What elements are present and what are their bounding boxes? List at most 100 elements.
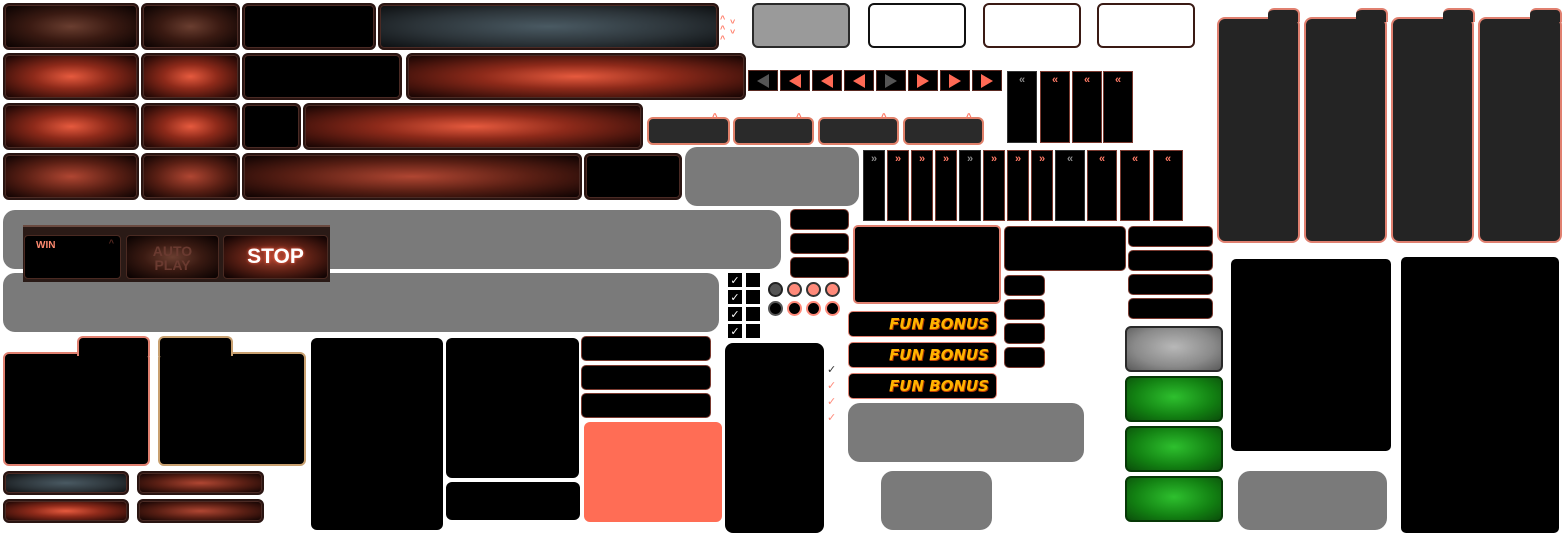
white-outlined-box-3[interactable] <box>1097 3 1195 48</box>
checkbox-checked[interactable]: ✓ <box>728 307 742 321</box>
sprite-button-slate-wide[interactable] <box>378 3 719 50</box>
double-left-icon: « <box>1164 153 1172 165</box>
arrow-right-icon[interactable] <box>908 70 938 91</box>
black-bar-small <box>1128 274 1213 295</box>
slim-tab-left[interactable]: « <box>1072 71 1102 143</box>
sprite-button-glow-wide[interactable] <box>406 53 746 100</box>
sprite-button-glow-1[interactable] <box>3 53 139 100</box>
checkbox-checked[interactable]: ✓ <box>728 324 742 338</box>
tab-piece-4[interactable]: ^ <box>903 113 984 145</box>
radio[interactable] <box>825 301 840 316</box>
slim-tab-right-disabled[interactable]: » <box>863 150 885 221</box>
silver-button[interactable] <box>1125 326 1223 372</box>
sprite-button-black-2[interactable] <box>242 53 402 100</box>
sprite-button-soft-2[interactable] <box>141 153 240 200</box>
check-icon: ✓ <box>730 291 740 304</box>
radio[interactable] <box>806 282 821 297</box>
sprite-button-dim-1[interactable] <box>3 3 139 50</box>
tab-notch <box>77 336 150 356</box>
checkbox[interactable] <box>746 273 760 287</box>
chevron-down-icon: ^ <box>730 25 736 35</box>
arrow-left-icon[interactable] <box>780 70 810 91</box>
slim-tab-left-disabled[interactable]: « <box>1055 150 1085 221</box>
sprite-button-black-3[interactable] <box>242 103 301 150</box>
tab-piece-1[interactable]: ^ <box>647 113 730 145</box>
white-outlined-box-1[interactable] <box>868 3 966 48</box>
slim-tab-right[interactable]: » <box>935 150 957 221</box>
small-black-key <box>1004 323 1045 344</box>
sprite-button-glow-2[interactable] <box>141 53 240 100</box>
sprite-button-soft-wide[interactable] <box>242 153 582 200</box>
tab-piece-2[interactable]: ^ <box>733 113 814 145</box>
sprite-button-small-soft-2[interactable] <box>137 499 264 523</box>
sprite-button-glow-4[interactable] <box>141 103 240 150</box>
stop-button[interactable]: STOP <box>223 235 328 279</box>
black-bar-small <box>1128 298 1213 319</box>
fun-bonus-button[interactable]: FUN BONUS <box>848 311 997 337</box>
radio[interactable] <box>787 282 802 297</box>
check-icon: ✓ <box>827 396 837 408</box>
slim-tab-left[interactable]: « <box>1120 150 1150 221</box>
slim-tab-left[interactable]: « <box>1040 71 1070 143</box>
sprite-button-small-soft[interactable] <box>137 471 264 495</box>
slim-tab-right[interactable]: » <box>887 150 909 221</box>
radio-disabled[interactable] <box>768 301 783 316</box>
gray-panel-2 <box>848 403 1084 462</box>
black-bar-wide <box>1004 226 1126 271</box>
checkbox-checked[interactable]: ✓ <box>728 290 742 304</box>
tab-piece-3[interactable]: ^ <box>818 113 899 145</box>
slim-tab-right-disabled[interactable]: » <box>959 150 981 221</box>
black-bar-small <box>1128 250 1213 271</box>
sprite-button-small-slate[interactable] <box>3 471 129 495</box>
check-icon: ✓ <box>827 364 837 376</box>
checkbox[interactable] <box>746 324 760 338</box>
salmon-panel <box>584 422 722 522</box>
slim-tab-right[interactable]: » <box>911 150 933 221</box>
arrow-left-disabled-icon[interactable] <box>748 70 778 91</box>
green-button-2[interactable] <box>1125 426 1223 472</box>
slim-tab-left[interactable]: « <box>1087 150 1117 221</box>
arrow-left-icon[interactable] <box>844 70 874 91</box>
slim-tab-left[interactable]: « <box>1103 71 1133 143</box>
slim-tab-right[interactable]: » <box>1007 150 1029 221</box>
tab-notch <box>1443 8 1475 22</box>
white-outlined-box-2[interactable] <box>983 3 1081 48</box>
tab-notch <box>1530 8 1562 22</box>
sprite-button-dim-2[interactable] <box>141 3 240 50</box>
black-row-bar <box>581 393 711 418</box>
black-panel-tall-3 <box>725 343 824 533</box>
gray-outlined-box[interactable] <box>752 3 850 48</box>
sprite-button-black-1[interactable] <box>242 3 376 50</box>
check-list: ✓ ✓ ✓ ✓ <box>827 362 841 426</box>
sprite-button-black-4[interactable] <box>584 153 682 200</box>
slim-tab-right[interactable]: » <box>1031 150 1053 221</box>
sprite-button-soft-1[interactable] <box>3 153 139 200</box>
green-button-3[interactable] <box>1125 476 1223 522</box>
radio-disabled[interactable] <box>768 282 783 297</box>
slim-tab-right[interactable]: » <box>983 150 1005 221</box>
radio[interactable] <box>806 301 821 316</box>
arrow-left-icon[interactable] <box>812 70 842 91</box>
sprite-button-small-glow[interactable] <box>3 499 129 523</box>
fun-bonus-button[interactable]: FUN BONUS <box>848 342 997 368</box>
double-right-icon: » <box>918 153 926 165</box>
radio[interactable] <box>787 301 802 316</box>
slim-tab-left-disabled[interactable]: « <box>1007 71 1037 143</box>
radio[interactable] <box>825 282 840 297</box>
arrow-right-disabled-icon[interactable] <box>876 70 906 91</box>
double-right-icon: » <box>894 153 902 165</box>
checkbox[interactable] <box>746 290 760 304</box>
checkbox[interactable] <box>746 307 760 321</box>
arrow-right-icon[interactable] <box>972 70 1002 91</box>
sprite-button-glow-wide-2[interactable] <box>303 103 643 150</box>
check-icon: ✓ <box>730 308 740 321</box>
green-button-1[interactable] <box>1125 376 1223 422</box>
fun-bonus-button[interactable]: FUN BONUS <box>848 373 997 399</box>
arrow-right-icon[interactable] <box>940 70 970 91</box>
checkbox-checked[interactable]: ✓ <box>728 273 742 287</box>
double-left-icon: « <box>1131 153 1139 165</box>
sprite-button-glow-3[interactable] <box>3 103 139 150</box>
auto-play-button[interactable]: AUTO PLAY <box>126 235 219 279</box>
black-panel-tall-2 <box>446 338 579 478</box>
slim-tab-left[interactable]: « <box>1153 150 1183 221</box>
